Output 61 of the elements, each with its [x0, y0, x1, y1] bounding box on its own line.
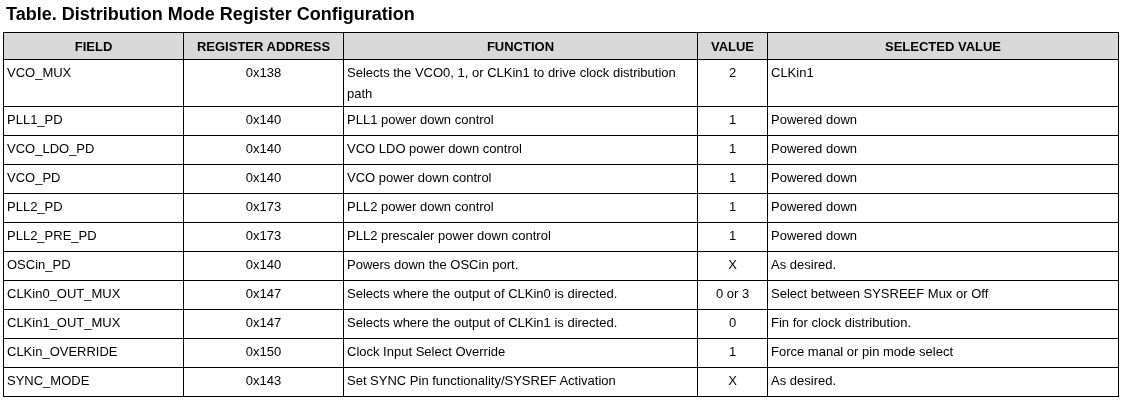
register-address: 0x147: [183, 309, 344, 339]
function-description: PLL2 prescaler power down control: [343, 222, 698, 252]
field-name: CLKin0_OUT_MUX: [3, 280, 184, 310]
selected-value: Force manal or pin mode select: [767, 338, 1119, 368]
selected-value: As desired.: [767, 251, 1119, 281]
value: X: [697, 251, 768, 281]
register-address: 0x140: [183, 164, 344, 194]
function-description: VCO power down control: [343, 164, 698, 194]
selected-value: As desired.: [767, 367, 1119, 397]
function-description: Selects the VCO0, 1, or CLKin1 to drive clock distribution path: [343, 59, 698, 107]
field-name: CLKin_OVERRIDE: [3, 338, 184, 368]
value: 2: [697, 59, 768, 107]
value: 0: [697, 309, 768, 339]
value: 1: [697, 193, 768, 223]
field-name: SYNC_MODE: [3, 367, 184, 397]
column-header: FIELD: [3, 32, 184, 60]
table-title: Table. Distribution Mode Register Configuration: [6, 4, 415, 25]
field-name: VCO_MUX: [3, 59, 184, 107]
selected-value: Powered down: [767, 193, 1119, 223]
selected-value: Powered down: [767, 164, 1119, 194]
function-description: Selects where the output of CLKin1 is directed.: [343, 309, 698, 339]
register-address: 0x173: [183, 193, 344, 223]
selected-value: Fin for clock distribution.: [767, 309, 1119, 339]
field-name: OSCin_PD: [3, 251, 184, 281]
value: 1: [697, 338, 768, 368]
function-description: Clock Input Select Override: [343, 338, 698, 368]
selected-value: Select between SYSREEF Mux or Off: [767, 280, 1119, 310]
field-name: VCO_LDO_PD: [3, 135, 184, 165]
selected-value: Powered down: [767, 135, 1119, 165]
field-name: VCO_PD: [3, 164, 184, 194]
function-description: PLL1 power down control: [343, 106, 698, 136]
value: 1: [697, 164, 768, 194]
field-name: PLL2_PD: [3, 193, 184, 223]
value: 0 or 3: [697, 280, 768, 310]
value: 1: [697, 135, 768, 165]
register-address: 0x140: [183, 106, 344, 136]
selected-value: CLKin1: [767, 59, 1119, 107]
function-description: Set SYNC Pin functionality/SYSREF Activation: [343, 367, 698, 397]
register-address: 0x150: [183, 338, 344, 368]
column-header: VALUE: [697, 32, 768, 60]
column-header: REGISTER ADDRESS: [183, 32, 344, 60]
value: 1: [697, 106, 768, 136]
function-description: Selects where the output of CLKin0 is directed.: [343, 280, 698, 310]
register-address: 0x143: [183, 367, 344, 397]
column-header: SELECTED VALUE: [767, 32, 1119, 60]
field-name: PLL2_PRE_PD: [3, 222, 184, 252]
register-address: 0x140: [183, 251, 344, 281]
field-name: CLKin1_OUT_MUX: [3, 309, 184, 339]
register-address: 0x138: [183, 59, 344, 107]
register-address: 0x147: [183, 280, 344, 310]
selected-value: Powered down: [767, 106, 1119, 136]
value: 1: [697, 222, 768, 252]
selected-value: Powered down: [767, 222, 1119, 252]
value: X: [697, 367, 768, 397]
register-address: 0x140: [183, 135, 344, 165]
register-address: 0x173: [183, 222, 344, 252]
function-description: PLL2 power down control: [343, 193, 698, 223]
function-description: Powers down the OSCin port.: [343, 251, 698, 281]
function-description: VCO LDO power down control: [343, 135, 698, 165]
field-name: PLL1_PD: [3, 106, 184, 136]
column-header: FUNCTION: [343, 32, 698, 60]
